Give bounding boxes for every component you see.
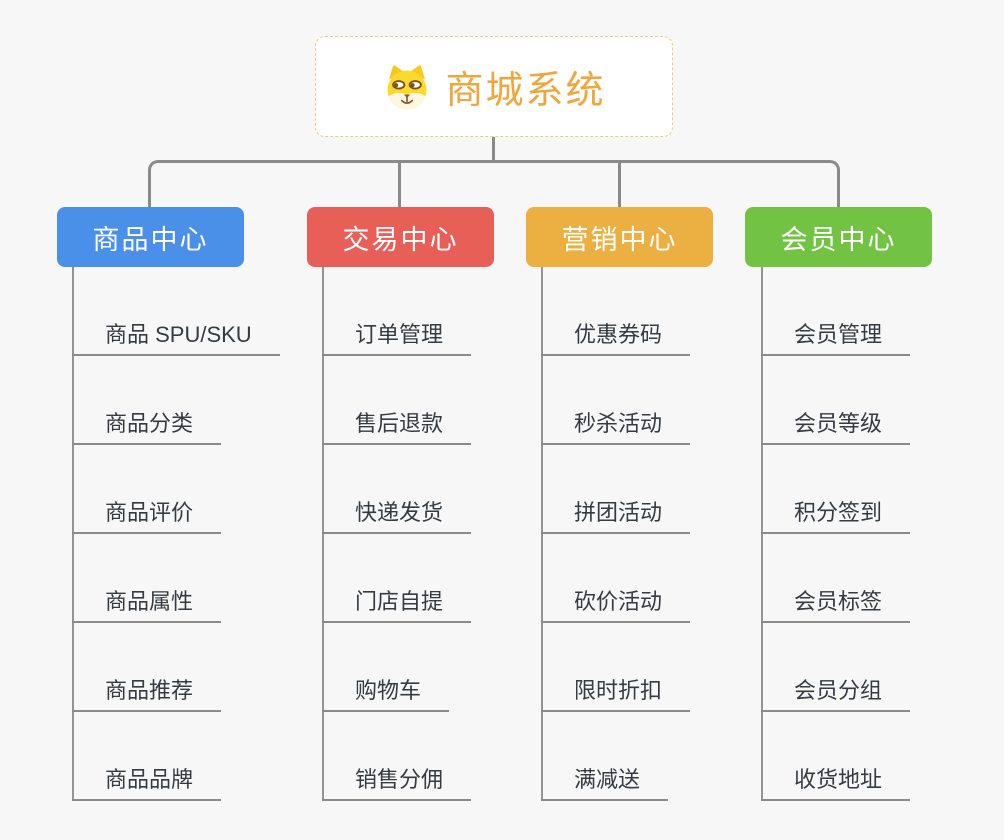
- branch-children-product: 商品 SPU/SKU 商品分类 商品评价 商品属性 商品推荐 商品品牌: [72, 267, 280, 801]
- leaf-node[interactable]: 售后退款: [322, 409, 472, 445]
- leaf-node[interactable]: 商品推荐: [72, 676, 222, 712]
- leaf-node[interactable]: 秒杀活动: [541, 409, 691, 445]
- leaf-node[interactable]: 商品品牌: [72, 765, 222, 801]
- root-connector-line: [492, 137, 495, 161]
- leaf-node[interactable]: 限时折扣: [541, 676, 691, 712]
- leaf-node[interactable]: 满减送: [541, 765, 669, 801]
- branch-children-member: 会员管理 会员等级 积分签到 会员标签 会员分组 收货地址: [761, 267, 911, 801]
- leaf-node[interactable]: 商品属性: [72, 587, 222, 623]
- doge-icon: [387, 64, 427, 109]
- leaf-node[interactable]: 优惠券码: [541, 320, 691, 356]
- leaf-node[interactable]: 积分签到: [761, 498, 911, 534]
- branch-children-trade: 订单管理 售后退款 快递发货 门店自提 购物车 销售分佣: [322, 267, 472, 801]
- leaf-node[interactable]: 会员标签: [761, 587, 911, 623]
- branch-node-trade-center[interactable]: 交易中心: [307, 207, 494, 267]
- leaf-node[interactable]: 快递发货: [322, 498, 472, 534]
- root-title: 商城系统: [445, 70, 606, 112]
- leaf-node[interactable]: 商品 SPU/SKU: [72, 320, 280, 356]
- leaf-node[interactable]: 订单管理: [322, 320, 472, 356]
- leaf-node[interactable]: 收货地址: [761, 765, 911, 801]
- branch-drop-line: [398, 162, 401, 207]
- branch-drop-line: [618, 162, 621, 207]
- leaf-node[interactable]: 拼团活动: [541, 498, 691, 534]
- leaf-node[interactable]: 会员分组: [761, 676, 911, 712]
- leaf-node[interactable]: 砍价活动: [541, 587, 691, 623]
- leaf-node[interactable]: 会员等级: [761, 409, 911, 445]
- branch-node-marketing-center[interactable]: 营销中心: [526, 207, 713, 267]
- branch-node-product-center[interactable]: 商品中心: [57, 207, 244, 267]
- branch-children-marketing: 优惠券码 秒杀活动 拼团活动 砍价活动 限时折扣 满减送: [541, 267, 691, 801]
- leaf-node[interactable]: 销售分佣: [322, 765, 472, 801]
- leaf-node[interactable]: 门店自提: [322, 587, 472, 623]
- leaf-node[interactable]: 会员管理: [761, 320, 911, 356]
- leaf-node[interactable]: 商品分类: [72, 409, 222, 445]
- root-node[interactable]: 商城系统: [315, 36, 673, 137]
- leaf-node[interactable]: 商品评价: [72, 498, 222, 534]
- leaf-node[interactable]: 购物车: [322, 676, 450, 712]
- branch-node-member-center[interactable]: 会员中心: [745, 207, 932, 267]
- branch-bracket-line: [148, 160, 840, 207]
